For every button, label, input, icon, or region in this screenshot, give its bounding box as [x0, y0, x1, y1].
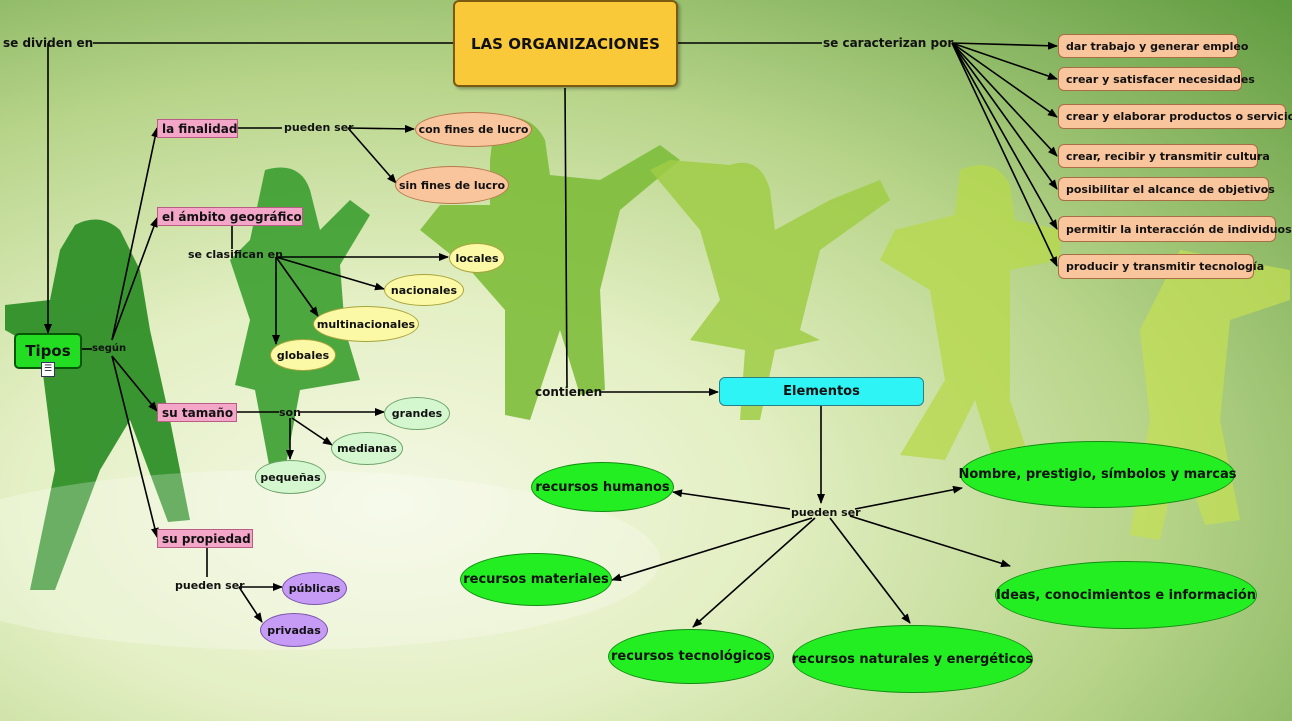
background-figure-4	[650, 160, 890, 420]
document-icon[interactable]: ☰	[41, 362, 55, 377]
recurso-nombre-prestigio[interactable]: Nombre, prestigio, símbolos y marcas	[958, 441, 1237, 508]
link-label-se-clasifican-en: se clasifican en	[188, 248, 283, 261]
link-label-segun: según	[92, 343, 127, 354]
link-label-elementos-pueden-ser: pueden ser	[791, 506, 861, 519]
link-label-se-dividen-en: se dividen en	[3, 36, 94, 50]
link-label-finalidad-pueden-ser: pueden ser	[284, 121, 354, 134]
link-label-propiedad-pueden-ser: pueden ser	[175, 579, 245, 592]
ambito-globales[interactable]: globales	[270, 339, 336, 371]
criterion-la-finalidad[interactable]: la finalidad	[157, 119, 238, 138]
recurso-tecnologicos[interactable]: recursos tecnológicos	[608, 629, 774, 684]
recurso-materiales[interactable]: recursos materiales	[460, 553, 612, 606]
recurso-naturales-energeticos[interactable]: recursos naturales y energéticos	[792, 625, 1033, 693]
root-concept-las-organizaciones[interactable]: LAS ORGANIZACIONES	[453, 0, 678, 87]
tamano-grandes[interactable]: grandes	[384, 397, 450, 430]
ambito-locales[interactable]: locales	[449, 243, 505, 273]
background-figure-1	[5, 219, 190, 590]
background-figure-3	[420, 117, 680, 420]
finalidad-con-fines-de-lucro[interactable]: con fines de lucro	[415, 112, 532, 147]
ambito-multinacionales[interactable]: multinacionales	[313, 306, 419, 342]
link-label-son: son	[279, 406, 301, 419]
background-figure-5	[880, 165, 1060, 465]
concept-tipos[interactable]: Tipos	[14, 333, 82, 369]
propiedad-publicas[interactable]: públicas	[282, 572, 347, 605]
recurso-humanos[interactable]: recursos humanos	[531, 462, 674, 512]
link-label-contienen: contienen	[535, 385, 603, 399]
caracteristica-crear-recibir[interactable]: crear, recibir y transmitir cultura	[1058, 144, 1270, 168]
link-label-se-caracterizan-por: se caracterizan por	[823, 36, 954, 50]
criterion-su-propiedad[interactable]: su propiedad	[157, 529, 253, 548]
criterion-ambito-geografico[interactable]: el ámbito geográfico	[157, 207, 303, 226]
caracteristica-permitir[interactable]: permitir la interacción de individuos	[1058, 216, 1292, 242]
propiedad-privadas[interactable]: privadas	[260, 613, 328, 647]
caracteristica-crear-elaborar[interactable]: crear y elaborar productos o servicios	[1058, 104, 1292, 129]
caracteristica-producir[interactable]: producir y transmitir tecnología	[1058, 254, 1264, 279]
concept-elementos[interactable]: Elementos	[719, 377, 924, 406]
finalidad-sin-fines-de-lucro[interactable]: sin fines de lucro	[395, 166, 509, 204]
tamano-pequenas[interactable]: pequeñas	[255, 460, 326, 494]
criterion-su-tamano[interactable]: su tamaño	[157, 403, 237, 422]
caracteristica-crear-satisfacer[interactable]: crear y satisfacer necesidades	[1058, 67, 1255, 91]
caracteristica-dar-trabajo[interactable]: dar trabajo y generar empleo	[1058, 34, 1248, 58]
ambito-nacionales[interactable]: nacionales	[384, 274, 464, 306]
recurso-ideas-conocimientos[interactable]: Ideas, conocimientos e información	[995, 561, 1257, 629]
background-figure-2	[230, 167, 370, 470]
tamano-medianas[interactable]: medianas	[331, 432, 403, 465]
caracteristica-posibilitar[interactable]: posibilitar el alcance de objetivos	[1058, 177, 1275, 201]
